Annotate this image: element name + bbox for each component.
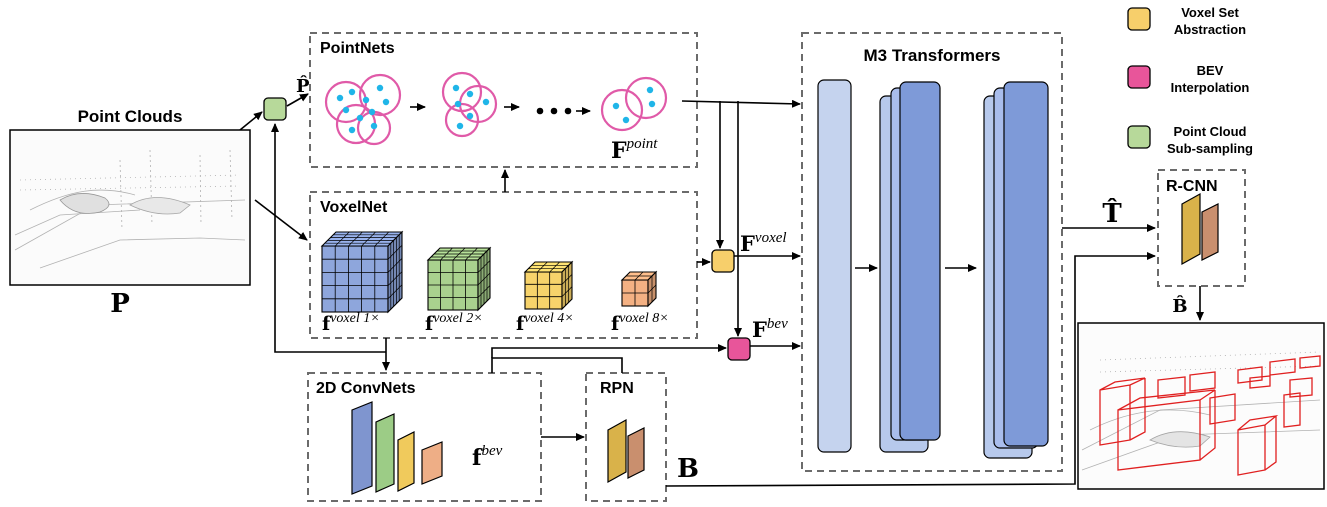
- detection-boxes: [1099, 355, 1321, 476]
- rcnn-layers: [1181, 192, 1219, 266]
- pointnet-stage-3: [600, 76, 668, 132]
- fusion-nodes: Fvoxel Fbev: [711, 230, 788, 361]
- subsample-square: [263, 97, 287, 121]
- legend-subsample-line1: Point Cloud: [1174, 124, 1247, 139]
- pointnet-stage-3-points: [612, 86, 656, 124]
- point-clouds-title: Point Clouds: [78, 107, 183, 126]
- legend-subsample-swatch: [1127, 125, 1151, 149]
- convnets-block: 2D ConvNets fbev: [307, 372, 542, 502]
- point-cloud-image: [9, 129, 251, 286]
- rpn-title: RPN: [600, 380, 634, 397]
- legend: Voxel Set Abstraction BEV Interpolation …: [1127, 5, 1253, 156]
- legend-vsa-line2: Abstraction: [1174, 22, 1246, 37]
- voxel-label-1: fvoxel 1×: [322, 311, 380, 335]
- output-image: [1077, 322, 1325, 490]
- transformers-block: M3 Transformers: [801, 32, 1063, 472]
- f-point-label: Fpoint: [611, 136, 658, 164]
- pointnet-ellipsis: [536, 107, 572, 115]
- input-point-cloud: Point Clouds P: [9, 107, 251, 319]
- pointnet-stage-2-points: [452, 84, 490, 130]
- subsample-symbol: P̂: [296, 75, 310, 97]
- pointnet-stage-1: [324, 73, 402, 146]
- transformer-output-t: T̂: [1102, 198, 1122, 229]
- input-to-voxelnet-arrow: [254, 199, 308, 241]
- voxel-label-2: fvoxel 2×: [425, 311, 483, 335]
- f-voxel-label: Fvoxel: [740, 230, 787, 256]
- voxel-cube-2: [426, 246, 492, 312]
- voxel-cube-3: [523, 260, 574, 311]
- legend-bev-swatch: [1127, 65, 1151, 89]
- voxelnet-block: VoxelNet fvoxel 1×fvoxel 2×fvoxel 4×fvox…: [309, 191, 698, 339]
- rcnn-title: R-CNN: [1166, 178, 1218, 195]
- legend-bev-line2: Interpolation: [1171, 80, 1250, 95]
- vsa-node: [711, 249, 735, 273]
- rpn-layers: [607, 418, 645, 484]
- transformer-column-1: [817, 79, 852, 453]
- transformer-column-2-front: [899, 81, 941, 441]
- convnet-layers: [351, 401, 443, 495]
- pointnet-stage-1-points: [336, 84, 390, 134]
- rpn-output-b: B: [677, 454, 699, 484]
- rpn-box-to-rcnn-arrow: [665, 252, 1156, 487]
- legend-bev-line1: BEV: [1197, 63, 1224, 78]
- pointnets-to-transformer-arrow: [681, 99, 801, 108]
- voxel-cube-1: [320, 230, 404, 314]
- connectors: [239, 93, 1204, 487]
- pointnets-title: PointNets: [320, 40, 395, 57]
- legend-vsa-line1: Voxel Set: [1181, 5, 1239, 20]
- output-point-cloud: [1081, 351, 1321, 471]
- subsampling-node: P̂: [263, 75, 310, 121]
- f-bev-label: fbev: [472, 443, 503, 471]
- voxel-feature-labels: fvoxel 1× fvoxel 2× fvoxel 4× fvoxel 8×: [322, 311, 669, 335]
- legend-subsample-line2: Sub-sampling: [1167, 141, 1253, 156]
- voxelnet-title: VoxelNet: [320, 199, 388, 216]
- input-to-subsample-arrow: [239, 111, 263, 131]
- voxel-label-3: fvoxel 4×: [516, 311, 574, 335]
- f-bev-fused-label: Fbev: [752, 316, 788, 342]
- legend-vsa-swatch: [1127, 7, 1151, 31]
- rcnn-block: R-CNN T̂ B̂: [1102, 169, 1246, 317]
- input-symbol-p: P: [110, 289, 130, 319]
- voxel-cube-4: [620, 270, 658, 308]
- rpn-block: RPN B: [585, 372, 699, 502]
- rcnn-output-b: B̂: [1172, 295, 1187, 317]
- bev-node: [727, 337, 751, 361]
- output-detections: [1077, 322, 1325, 490]
- voxel-label-4: fvoxel 8×: [611, 311, 669, 335]
- pointnets-block: PointNets Fpoint: [309, 32, 698, 168]
- transformer-column-3-front: [1003, 81, 1049, 447]
- transformers-title: M3 Transformers: [864, 46, 1001, 65]
- bev-to-subsample-line: [271, 123, 386, 353]
- subsample-to-pointnets-arrow: [286, 93, 309, 107]
- pointnet-stage-2: [441, 71, 498, 138]
- voxel-cubes: [320, 230, 658, 314]
- point-cloud-scatter: [14, 149, 246, 269]
- convnets-title: 2D ConvNets: [316, 380, 416, 397]
- convnets-bev-to-fusion-arrow: [491, 344, 727, 358]
- rpn-to-subsample-line: [491, 357, 623, 373]
